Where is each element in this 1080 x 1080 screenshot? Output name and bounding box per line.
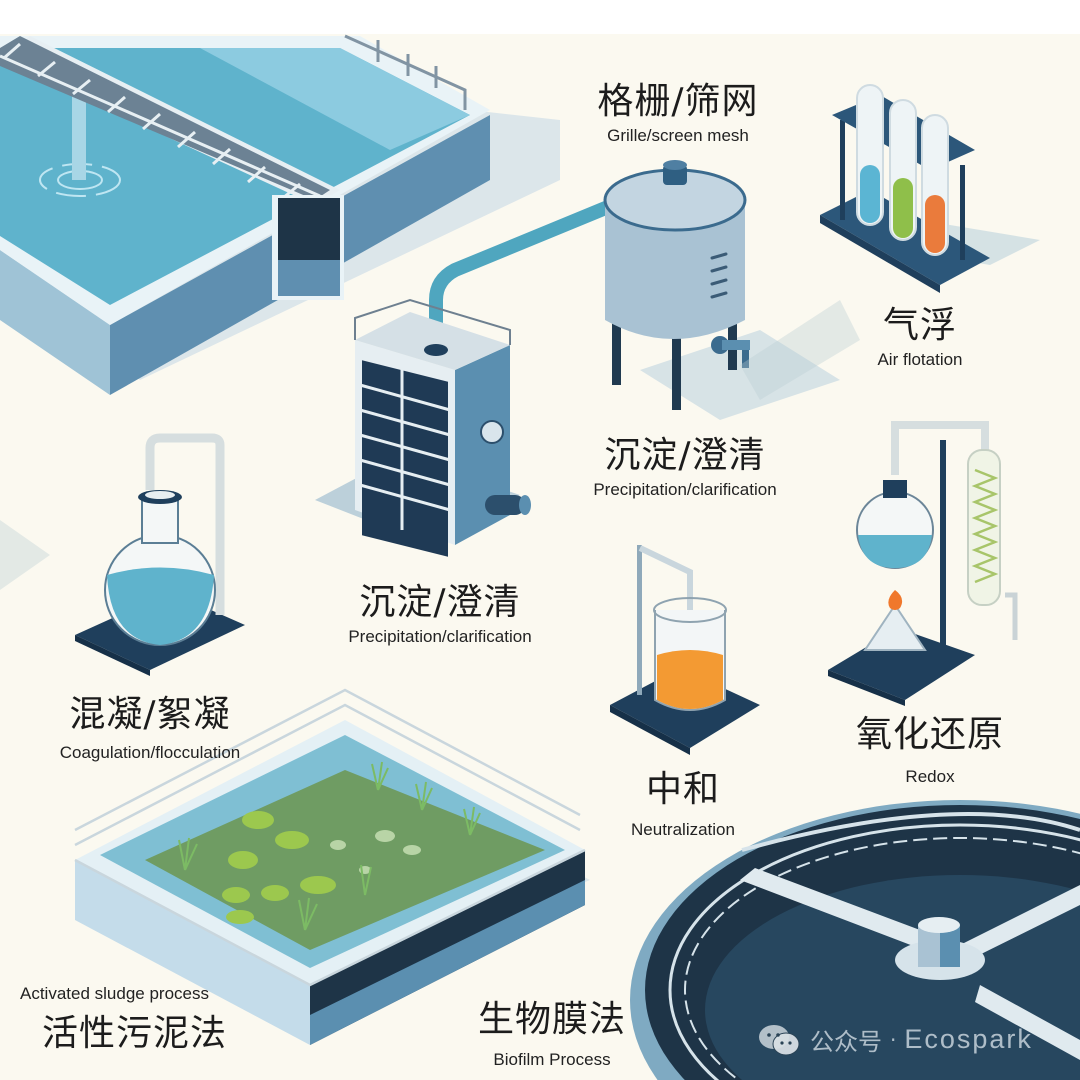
watermark: 公众号 · Ecospark	[758, 1022, 1033, 1057]
sludge-basin-illustration	[74, 688, 590, 1045]
pipe-illustration	[429, 193, 632, 352]
label-grille: 格栅/筛网 Grille/screen mesh	[568, 82, 788, 146]
label-biofilm: 生物膜法 Biofilm Process	[472, 1000, 632, 1070]
watermark-brand: Ecospark	[904, 1024, 1033, 1054]
label-biofilm-en: Biofilm Process	[493, 1050, 611, 1069]
label-neutralization-en: Neutralization	[631, 820, 735, 839]
label-redox: 氧化还原 Redox	[845, 715, 1015, 787]
distillation-illustration	[828, 421, 1018, 706]
label-coagulation-zh: 混凝/絮凝	[69, 694, 231, 735]
label-precipitation-1: 沉淀/澄清 Precipitation/clarification	[565, 436, 805, 500]
label-precipitation-2-zh: 沉淀/澄清	[359, 582, 521, 623]
label-activated-sludge-zh: 活性污泥法	[42, 1013, 228, 1054]
label-coagulation-en: Coagulation/flocculation	[59, 743, 241, 762]
label-air-flotation-en: Air flotation	[877, 350, 963, 369]
label-activated-sludge: Activated sludge process 活性污泥法	[20, 984, 260, 1054]
settling-tank-illustration	[603, 160, 840, 420]
filter-unit-illustration	[315, 298, 531, 557]
label-precipitation-2-en: Precipitation/clarification	[348, 627, 532, 646]
label-grille-zh: 格栅/筛网	[597, 81, 759, 122]
label-air-flotation: 气浮 Air flotation	[850, 306, 990, 370]
label-coagulation: 混凝/絮凝 Coagulation/flocculation	[30, 695, 270, 763]
label-neutralization-zh: 中和	[645, 769, 720, 810]
watermark-prefix: 公众号	[810, 1028, 882, 1056]
wechat-icon	[759, 1024, 800, 1055]
label-redox-zh: 氧化还原	[855, 714, 1004, 755]
watermark-separator: ·	[890, 1027, 897, 1052]
beaker-illustration	[610, 545, 760, 755]
label-activated-sludge-en: Activated sludge process	[20, 984, 209, 1003]
label-precipitation-2: 沉淀/澄清 Precipitation/clarification	[320, 583, 560, 647]
label-biofilm-zh: 生物膜法	[477, 999, 626, 1040]
round-flask-illustration	[75, 433, 245, 676]
grille-basin-illustration	[0, 34, 560, 395]
ground-shadows	[0, 300, 860, 590]
label-neutralization: 中和 Neutralization	[618, 770, 748, 840]
label-precipitation-1-zh: 沉淀/澄清	[604, 435, 766, 476]
circular-clarifier-illustration	[630, 800, 1080, 1080]
test-tube-rack-illustration	[820, 84, 1040, 293]
label-redox-en: Redox	[905, 767, 955, 786]
top-white-strip	[0, 0, 1080, 34]
label-grille-en: Grille/screen mesh	[607, 126, 749, 145]
label-precipitation-1-en: Precipitation/clarification	[593, 480, 777, 499]
label-air-flotation-zh: 气浮	[882, 305, 957, 346]
